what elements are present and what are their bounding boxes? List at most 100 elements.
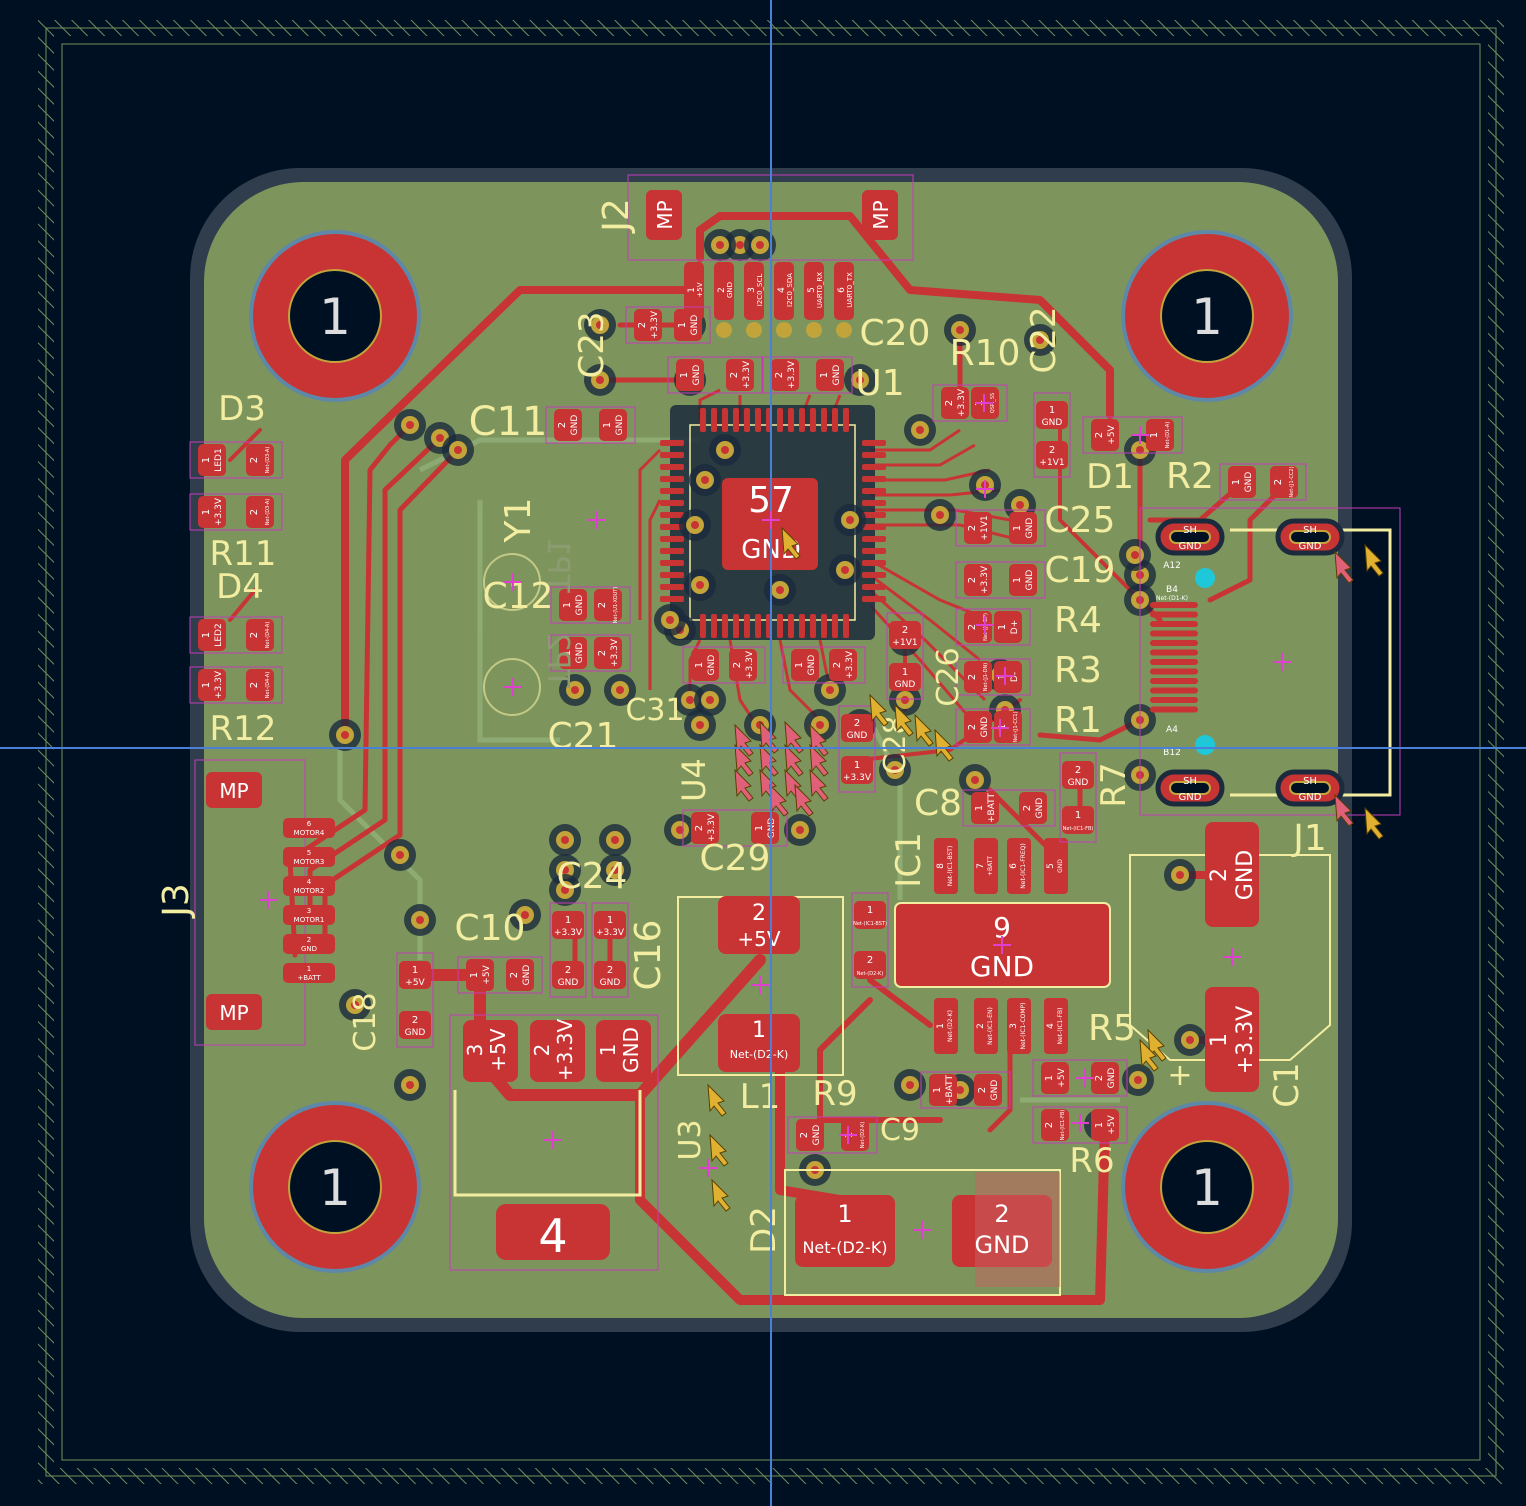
u1-pin-right[interactable] (862, 560, 886, 566)
u1-pin-top[interactable] (821, 408, 827, 432)
j3-pin[interactable] (283, 905, 335, 925)
u1-pin-top[interactable] (711, 408, 717, 432)
mounting-hole-bl[interactable]: 1 (249, 1101, 421, 1273)
r12-pad[interactable] (198, 669, 226, 701)
j1-signal-pin[interactable] (1150, 659, 1198, 665)
u1-pin-left[interactable] (660, 440, 684, 446)
u1-pin-top[interactable] (810, 408, 816, 432)
ic1-pin[interactable] (974, 838, 998, 894)
c9-pad[interactable] (929, 1074, 957, 1106)
u1-pin-left[interactable] (660, 596, 684, 602)
j1-signal-pin[interactable] (1150, 602, 1198, 608)
u1-pin-right[interactable] (862, 584, 886, 590)
r2-pad[interactable] (1228, 466, 1256, 498)
u1-pin-bottom[interactable] (711, 614, 717, 638)
c10-pad[interactable] (506, 959, 534, 991)
j1-signal-pin[interactable] (1150, 678, 1198, 684)
r10-pad[interactable] (941, 387, 969, 419)
u1-pin-right[interactable] (862, 476, 886, 482)
u1-pin-bottom[interactable] (821, 614, 827, 638)
c24-pad[interactable] (552, 911, 584, 939)
c29-pad[interactable] (691, 812, 719, 844)
u1-pin-top[interactable] (788, 408, 794, 432)
mounting-hole-tl[interactable]: 1 (249, 230, 421, 402)
c10-pad[interactable] (466, 959, 494, 991)
u1-pin-bottom[interactable] (733, 614, 739, 638)
j2-pin[interactable] (714, 262, 734, 320)
mounting-hole-br[interactable]: 1 (1121, 1101, 1293, 1273)
j1-signal-pin[interactable] (1150, 621, 1198, 627)
u1-pin-left[interactable] (660, 548, 684, 554)
r3-pad[interactable] (964, 661, 992, 693)
u1-pin-right[interactable] (862, 572, 886, 578)
u1-pin-left[interactable] (660, 572, 684, 578)
u1-pin-bottom[interactable] (755, 614, 761, 638)
c9b-pad[interactable] (796, 1119, 824, 1151)
c28-pad[interactable] (841, 756, 873, 784)
u1-pin-top[interactable] (843, 408, 849, 432)
c17-pad[interactable] (854, 901, 886, 929)
c26-pad[interactable] (889, 621, 921, 649)
c17-pad[interactable] (854, 951, 886, 979)
u1-pin-left[interactable] (660, 464, 684, 470)
u1-pin-right[interactable] (862, 524, 886, 530)
c25-pad[interactable] (964, 512, 992, 544)
ic1-pin[interactable] (1007, 998, 1031, 1054)
u3-regulator[interactable]: 3 +5V 2 +3.3V 1 GND 4 U3 (449, 1014, 708, 1271)
c23-pad[interactable] (674, 309, 702, 341)
u1-pin-bottom[interactable] (700, 614, 706, 638)
u1-pin-bottom[interactable] (744, 614, 750, 638)
u1-pin-left[interactable] (660, 524, 684, 530)
u1-pin-left[interactable] (660, 452, 684, 458)
j1-signal-pin[interactable] (1150, 611, 1198, 618)
j2-pin[interactable] (684, 262, 704, 320)
j2-pin[interactable] (834, 262, 854, 320)
c9-pad[interactable] (974, 1074, 1002, 1106)
u1-pin-top[interactable] (700, 408, 706, 432)
j1-signal-pin[interactable] (1150, 649, 1198, 656)
u1-pin-bottom[interactable] (799, 614, 805, 638)
u4-pad[interactable] (729, 649, 757, 681)
c31-pad[interactable] (829, 649, 857, 681)
r7-pad[interactable] (1062, 806, 1094, 834)
ic1-pin[interactable] (974, 998, 998, 1054)
u1-pin-top[interactable] (744, 408, 750, 432)
u1-pin-left[interactable] (660, 476, 684, 482)
u1-pin-right[interactable] (862, 452, 886, 458)
j3-pin[interactable] (283, 963, 335, 983)
d3-pad[interactable] (246, 444, 274, 476)
d3-pad[interactable] (198, 444, 226, 476)
r4-pad[interactable] (994, 611, 1022, 643)
r2-pad[interactable] (1270, 466, 1298, 498)
r12-pad[interactable] (246, 669, 274, 701)
r7-pad[interactable] (1062, 761, 1094, 789)
u1-pin-left[interactable] (660, 488, 684, 494)
j2-pin[interactable] (804, 262, 824, 320)
u1-pin-bottom[interactable] (722, 614, 728, 638)
c26-pad[interactable] (889, 663, 921, 691)
u1-pin-bottom[interactable] (843, 614, 849, 638)
u1-pin-top[interactable] (755, 408, 761, 432)
u1-pin-left[interactable] (660, 560, 684, 566)
j1-signal-pin[interactable] (1150, 706, 1198, 713)
ic1-pin[interactable] (1044, 998, 1068, 1054)
j1-signal-pin[interactable] (1150, 640, 1198, 646)
u1-pin-left[interactable] (660, 500, 684, 506)
